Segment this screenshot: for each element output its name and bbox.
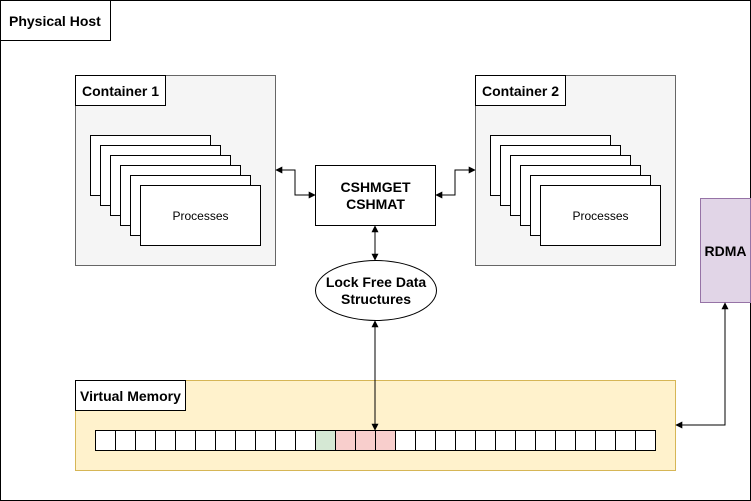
memory-cell-empty — [115, 430, 136, 451]
memory-cell-empty — [195, 430, 216, 451]
memory-cell-empty — [455, 430, 476, 451]
memory-cell-empty — [595, 430, 616, 451]
rdma-box: RDMA — [700, 198, 751, 303]
virtual-memory-label: Virtual Memory — [80, 388, 181, 404]
cshm-api-box: CSHMGET CSHMAT — [315, 165, 436, 226]
memory-cell-empty — [235, 430, 256, 451]
lockfree-line-1: Lock Free Data — [325, 273, 427, 290]
api-line-1: CSHMGET — [340, 178, 411, 195]
memory-cell-empty — [435, 430, 456, 451]
memory-cell-empty — [295, 430, 316, 451]
memory-cell-green — [315, 430, 336, 451]
container-2-label: Container 2 — [482, 83, 560, 99]
memory-cell-empty — [95, 430, 116, 451]
container-1-label: Container 1 — [82, 83, 160, 99]
memory-cell-empty — [255, 430, 276, 451]
memory-cell-empty — [635, 430, 656, 451]
memory-cell-empty — [155, 430, 176, 451]
memory-cell-empty — [215, 430, 236, 451]
memory-cell-red — [335, 430, 356, 451]
process-card-front: Processes — [540, 185, 661, 246]
memory-cell-red — [355, 430, 376, 451]
memory-cell-empty — [415, 430, 436, 451]
lock-free-structures-ellipse: Lock Free Data Structures — [315, 260, 437, 321]
memory-cell-empty — [575, 430, 596, 451]
memory-cell-empty — [515, 430, 536, 451]
container-1-label-box: Container 1 — [75, 75, 166, 106]
container-2-processes-label: Processes — [572, 208, 629, 223]
rdma-label: RDMA — [704, 242, 747, 259]
memory-cell-empty — [395, 430, 416, 451]
container-2-label-box: Container 2 — [475, 75, 566, 106]
memory-cell-empty — [135, 430, 156, 451]
memory-cell-empty — [275, 430, 296, 451]
memory-cell-empty — [175, 430, 196, 451]
memory-cell-empty — [555, 430, 576, 451]
memory-cell-empty — [495, 430, 516, 451]
memory-cell-empty — [475, 430, 496, 451]
lockfree-line-2: Structures — [340, 290, 412, 307]
process-card-front: Processes — [140, 185, 261, 246]
physical-host-label: Physical Host — [9, 13, 101, 29]
memory-cell-red — [375, 430, 396, 451]
container-1-processes-label: Processes — [172, 208, 229, 223]
memory-cell-empty — [615, 430, 636, 451]
api-line-2: CSHMAT — [346, 195, 405, 212]
virtual-memory-label-box: Virtual Memory — [75, 380, 186, 411]
physical-host-label-box: Physical Host — [0, 0, 111, 41]
memory-cell-empty — [535, 430, 556, 451]
